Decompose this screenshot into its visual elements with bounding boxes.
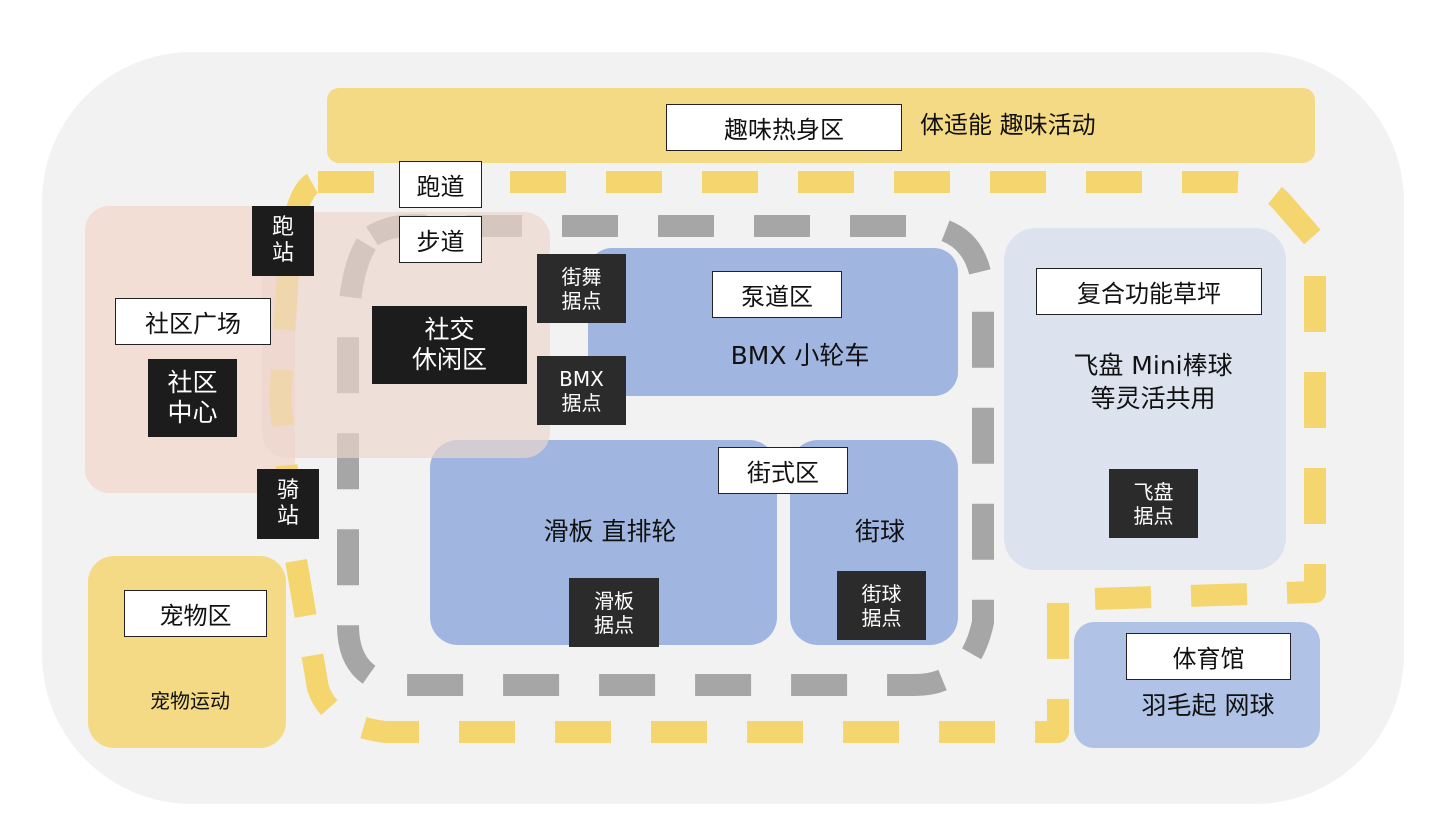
run-station: 跑 站: [252, 206, 314, 276]
streetball-point: 街球 据点: [837, 571, 926, 640]
lawn-label: 复合功能草坪: [1036, 268, 1262, 315]
gym-label: 体育馆: [1126, 633, 1291, 680]
street-zone-label: 街式区: [718, 447, 848, 494]
community-center-label: 社区 中心: [148, 359, 237, 437]
warmup-zone-description: 体适能 趣味活动: [920, 111, 1096, 139]
community-plaza-label: 社区广场: [115, 298, 271, 345]
pet-zone-label: 宠物区: [124, 590, 267, 637]
street-dance-point: 街舞 据点: [537, 254, 626, 323]
skate-point: 滑板 据点: [569, 578, 659, 647]
pet-zone-description: 宠物运动: [150, 689, 230, 713]
pump-track-label: 泵道区: [712, 271, 842, 318]
frisbee-point: 飞盘 据点: [1109, 469, 1198, 538]
streetball-description: 街球: [854, 517, 905, 546]
social-leisure-label: 社交 休闲区: [372, 306, 527, 384]
pet-zone: [88, 556, 286, 748]
gym-description: 羽毛起 网球: [1141, 691, 1275, 720]
skate-description: 滑板 直排轮: [543, 517, 677, 546]
warmup-zone-label: 趣味热身区: [666, 104, 902, 151]
lawn-description: 飞盘 Mini棒球 等灵活共用: [1073, 351, 1233, 413]
pump-track-description: BMX 小轮车: [730, 341, 870, 370]
bmx-point: BMX 据点: [537, 356, 626, 425]
walkway-label: 步道: [399, 216, 482, 263]
ride-station: 骑 站: [257, 469, 319, 539]
runway-label: 跑道: [399, 161, 482, 208]
